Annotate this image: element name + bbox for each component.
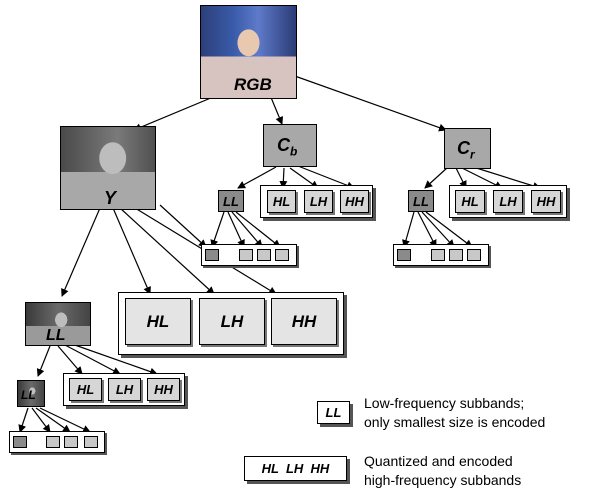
arrow-ll1-to-lh bbox=[64, 344, 121, 375]
y2-lh-band: LH bbox=[108, 378, 141, 401]
cb-lh-band: LH bbox=[304, 190, 333, 213]
legend-hf-text: Quantized and encoded high-frequency sub… bbox=[364, 452, 521, 490]
legend-hf-line2: high-frequency subbands bbox=[364, 472, 522, 488]
arrow-y-to-hl bbox=[112, 207, 151, 295]
y-lh-band: LH bbox=[199, 298, 265, 345]
y-tiny-ll bbox=[13, 436, 27, 448]
arrow-rgb-to-cr bbox=[291, 74, 447, 132]
cr-tiny-hl bbox=[431, 249, 445, 261]
arrow-ll1-to-hh bbox=[71, 343, 158, 376]
y-label: Y bbox=[104, 188, 117, 208]
arrow-ll1-to-ll2 bbox=[36, 345, 51, 377]
y-ll1-image bbox=[25, 302, 91, 346]
cr-label: Cr bbox=[457, 138, 475, 162]
y-ll2-label: LL bbox=[21, 388, 36, 402]
arrow-ll2-3 bbox=[35, 407, 71, 433]
arrow-crll-1 bbox=[402, 211, 415, 248]
y-tiny-lh bbox=[64, 436, 78, 448]
arrow-cb-to-hh bbox=[297, 165, 355, 190]
arrow-cbll-1 bbox=[210, 211, 225, 248]
cr-hl-band: HL bbox=[455, 190, 485, 213]
arrow-cb-to-ll bbox=[237, 166, 277, 189]
arrow-y-to-group bbox=[159, 204, 207, 248]
cb-ll-node: LL bbox=[218, 190, 244, 212]
y2-hh-band: HH bbox=[147, 378, 180, 401]
arrow-ll2-1 bbox=[18, 407, 29, 433]
legend-hf-box: HL LH HH bbox=[244, 456, 347, 481]
cr-tiny-lh bbox=[449, 249, 463, 261]
cb-tiny-ll bbox=[205, 249, 219, 261]
cb-label: Cb bbox=[277, 135, 298, 159]
rgb-label: RGB bbox=[234, 75, 272, 94]
cr-tiny-hh bbox=[467, 249, 481, 261]
y-hh-band: HH bbox=[271, 298, 337, 345]
cb-tiny-hh bbox=[275, 249, 289, 261]
cr-ll-node: LL bbox=[408, 190, 434, 212]
y-image bbox=[60, 126, 156, 210]
arrow-cr-to-hh bbox=[469, 165, 541, 190]
y2-hl-band: HL bbox=[69, 378, 102, 401]
y-ll1-label: LL bbox=[46, 327, 66, 344]
arrow-cb-to-hl bbox=[279, 167, 288, 189]
legend-ll-line1: Low-frequency subbands; bbox=[364, 395, 525, 411]
arrow-cr-to-ll bbox=[424, 166, 449, 189]
arrow-cr-to-lh bbox=[461, 167, 503, 189]
cb-hl-band: HL bbox=[267, 190, 296, 213]
arrow-cbll-3 bbox=[231, 211, 263, 248]
y-tiny-hh bbox=[84, 436, 98, 448]
arrow-cbll-2 bbox=[227, 211, 245, 248]
arrow-crll-2 bbox=[417, 211, 437, 248]
arrow-cbll-4 bbox=[235, 211, 281, 248]
legend-hf-line1: Quantized and encoded bbox=[364, 453, 513, 469]
y-tiny-hl bbox=[46, 436, 60, 448]
rgb-image bbox=[200, 5, 297, 99]
cb-node: Cb bbox=[263, 124, 317, 167]
legend-ll-line2: only smallest size is encoded bbox=[364, 414, 546, 430]
cr-hh-band: HH bbox=[531, 190, 561, 213]
arrow-rgb-to-cb bbox=[269, 94, 284, 125]
arrow-cb-to-lh bbox=[289, 167, 319, 189]
cr-node: Cr bbox=[444, 128, 491, 169]
cb-tiny-hl bbox=[239, 249, 253, 261]
cr-lh-band: LH bbox=[493, 190, 523, 213]
y-ll2-image bbox=[17, 380, 45, 407]
arrow-ll2-2 bbox=[31, 407, 51, 433]
arrow-y-to-ll bbox=[61, 207, 101, 297]
arrow-crll-4 bbox=[425, 211, 473, 248]
cb-hh-band: HH bbox=[340, 190, 369, 213]
arrow-ll2-4 bbox=[39, 407, 91, 433]
arrow-crll-3 bbox=[421, 211, 455, 248]
legend-ll-box: LL bbox=[317, 401, 350, 424]
y-hl-band: HL bbox=[125, 298, 191, 345]
arrow-y-to-lh bbox=[119, 207, 215, 295]
cb-tiny-lh bbox=[257, 249, 271, 261]
arrow-ll1-to-hl bbox=[57, 345, 83, 375]
arrow-cr-to-hl bbox=[455, 167, 467, 189]
legend-ll-text: Low-frequency subbands; only smallest si… bbox=[364, 394, 545, 432]
cr-tiny-ll bbox=[397, 249, 411, 261]
